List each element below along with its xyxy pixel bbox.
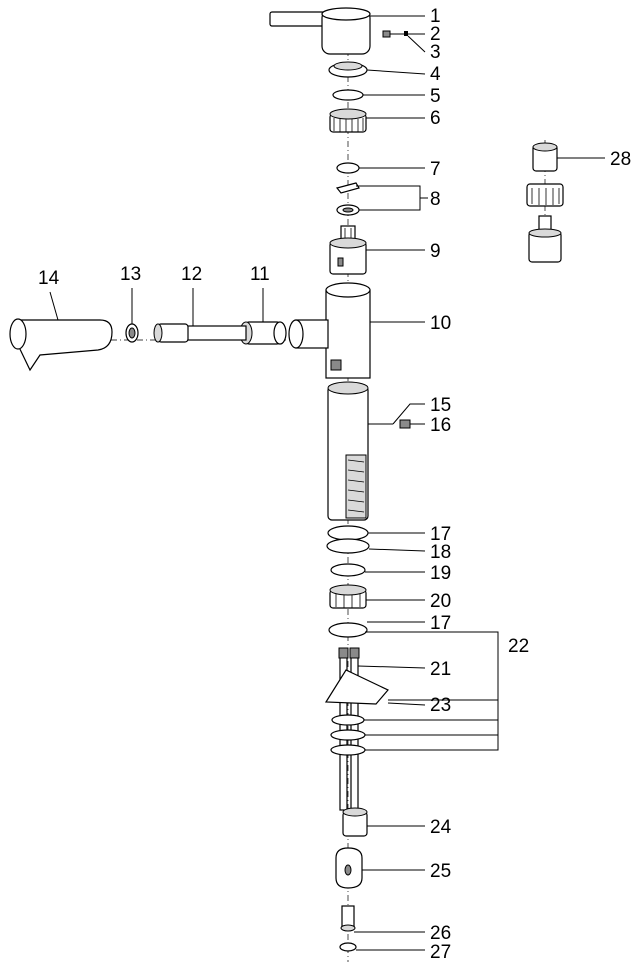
- callout-1: 1: [430, 6, 441, 27]
- part-washer-c: [330, 744, 366, 756]
- part-ring-17a: [327, 525, 369, 541]
- part-ring-17b: [328, 622, 368, 638]
- part-mounting-nut: [329, 584, 367, 609]
- callout-2: 2: [430, 24, 441, 45]
- part-mounting-bracket: [324, 669, 389, 705]
- callout-24: 24: [430, 817, 452, 838]
- callout-17a: 17: [430, 524, 451, 545]
- part-lever-handle: [269, 7, 371, 55]
- part-28-cartridge-kit: [526, 142, 564, 263]
- callout-3: 3: [430, 42, 441, 63]
- callout-13: 13: [120, 264, 141, 285]
- part-hose-weight: [335, 847, 363, 889]
- callout-28: 28: [610, 149, 631, 170]
- part-cartridge: [329, 225, 367, 275]
- callout-23: 23: [430, 695, 451, 716]
- part-faucet-body: [288, 282, 371, 379]
- part-set-screw: [382, 30, 391, 38]
- callout-10: 10: [430, 313, 451, 334]
- part-hose-connector: [342, 807, 368, 837]
- callout-27: 27: [430, 942, 451, 963]
- part-o-ring-7: [336, 162, 360, 174]
- part-spray-head: [9, 318, 113, 372]
- part-fitting: [125, 323, 139, 343]
- part-washer-a: [331, 714, 365, 726]
- part-threaded-nut: [329, 108, 367, 133]
- callout-18: 18: [430, 542, 451, 563]
- callout-22: 22: [508, 636, 529, 657]
- callout-14: 14: [38, 268, 60, 289]
- callout-5: 5: [430, 86, 441, 107]
- callout-19: 19: [430, 563, 451, 584]
- callout-21: 21: [430, 659, 451, 680]
- callout-6: 6: [430, 108, 441, 129]
- callout-17b: 17: [430, 613, 451, 634]
- part-quick-connector: [340, 905, 356, 932]
- callout-26: 26: [430, 923, 451, 944]
- callout-16: 16: [430, 415, 451, 436]
- part-lower-sleeve: [327, 381, 369, 521]
- part-small-washer: [339, 942, 357, 952]
- callout-25: 25: [430, 861, 451, 882]
- part-washer-b: [330, 729, 366, 741]
- leader-lines: [49, 15, 605, 951]
- part-cap-ring: [328, 61, 368, 78]
- callout-9: 9: [430, 241, 441, 262]
- callout-15: 15: [430, 395, 451, 416]
- part-ring-18: [326, 538, 370, 554]
- callout-20: 20: [430, 591, 451, 612]
- callout-8: 8: [430, 189, 441, 210]
- callout-11: 11: [250, 264, 270, 285]
- part-clip-and-washer: [335, 182, 360, 216]
- part-o-ring-5: [332, 89, 364, 101]
- callout-4: 4: [430, 64, 441, 85]
- part-o-ring-19: [330, 563, 366, 577]
- part-hose: [153, 323, 247, 343]
- part-hose-nut: [239, 321, 287, 345]
- callout-12: 12: [181, 264, 202, 285]
- callout-7: 7: [430, 159, 441, 180]
- part-grub-screw: [399, 419, 411, 429]
